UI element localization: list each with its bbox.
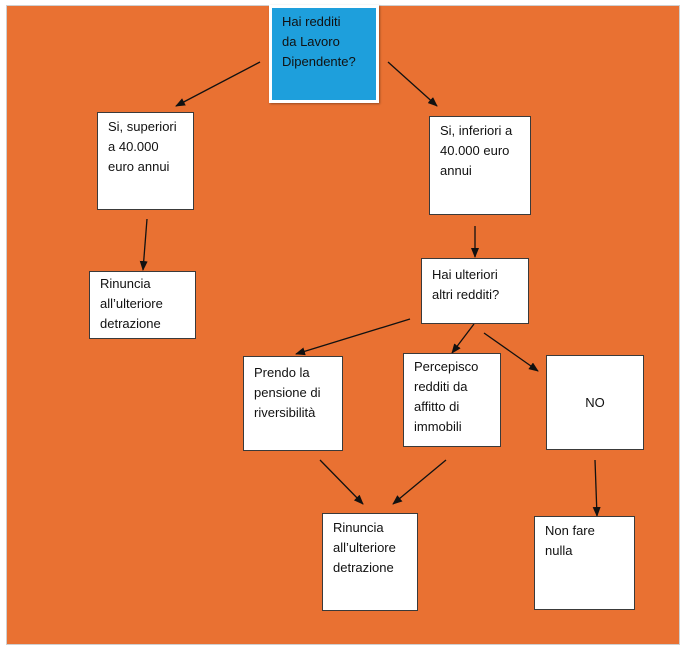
box-inferiori-40000: Si, inferiori a 40.000 euro annui — [429, 116, 531, 215]
box-non-fare-nulla: Non fare nulla — [534, 516, 635, 610]
arrow-other-to-rent — [451, 323, 475, 354]
question-lavoro-dipendente: Hai redditi da Lavoro Dipendente? — [269, 5, 379, 103]
arrow-over-to-renounce — [139, 218, 148, 271]
box-affitto-immobili: Percepisco redditi da affitto di immobil… — [403, 353, 501, 447]
arrow-main-to-under — [387, 61, 438, 107]
box-pensione-riversibilita: Prendo la pensione di riversibilità — [243, 356, 343, 451]
arrow-no-to-nothing — [592, 459, 601, 517]
question-altri-redditi: Hai ulteriori altri redditi? — [421, 258, 529, 324]
arrow-pension-to-renounce — [319, 459, 364, 505]
arrow-main-to-over — [175, 61, 261, 107]
arrow-other-to-pension — [295, 318, 411, 356]
box-superiori-40000: Si, superiori a 40.000 euro annui — [97, 112, 194, 210]
arrow-rent-to-renounce — [392, 459, 447, 505]
arrow-other-to-no — [483, 332, 539, 372]
box-rinuncia-detrazione-left: Rinuncia all’ulteriore detrazione — [89, 271, 196, 339]
box-no: NO — [546, 355, 644, 450]
box-rinuncia-detrazione-bottom: Rinuncia all’ulteriore detrazione — [322, 513, 418, 611]
